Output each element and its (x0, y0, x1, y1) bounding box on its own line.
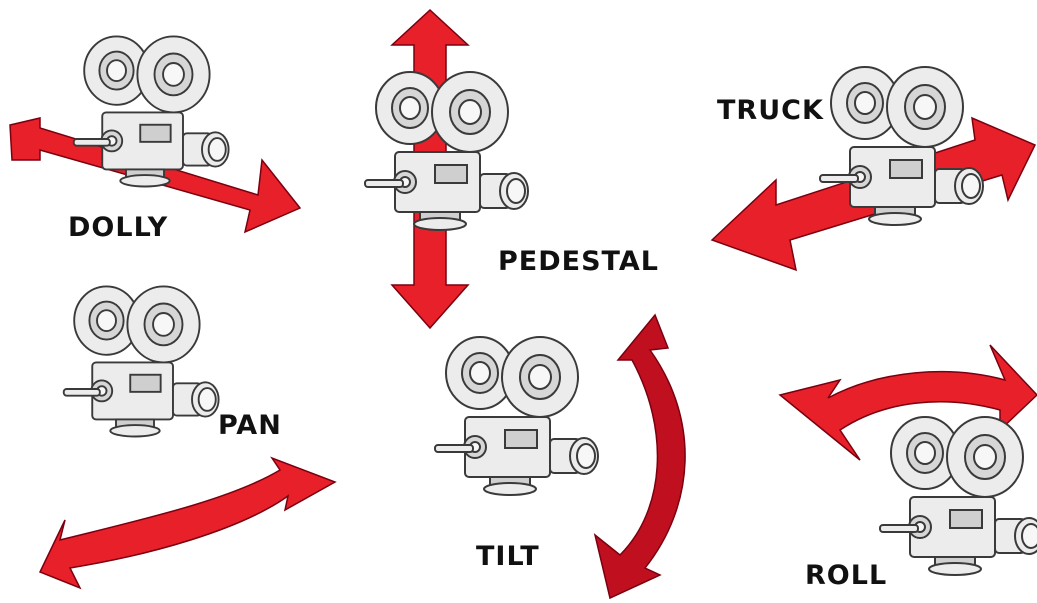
dolly-label: DOLLY (68, 212, 169, 243)
dolly-group (9, 35, 302, 234)
pedestal-camera-icon (364, 71, 529, 231)
truck-group (710, 66, 1037, 272)
roll-label: ROLL (805, 560, 888, 591)
tilt-arrow (593, 313, 686, 600)
pan-arrow (38, 456, 337, 590)
pan-camera-icon (62, 285, 220, 438)
tilt-group (434, 313, 686, 600)
roll-camera-icon (879, 416, 1037, 576)
pedestal-group (364, 8, 529, 330)
pan-group (38, 285, 337, 590)
truck-label: TRUCK (717, 95, 824, 126)
pan-label: PAN (218, 410, 282, 441)
pedestal-label: PEDESTAL (498, 246, 659, 277)
tilt-label: TILT (476, 541, 540, 572)
roll-arrow (778, 344, 1037, 461)
tilt-camera-icon (434, 336, 599, 496)
roll-group (778, 344, 1037, 576)
